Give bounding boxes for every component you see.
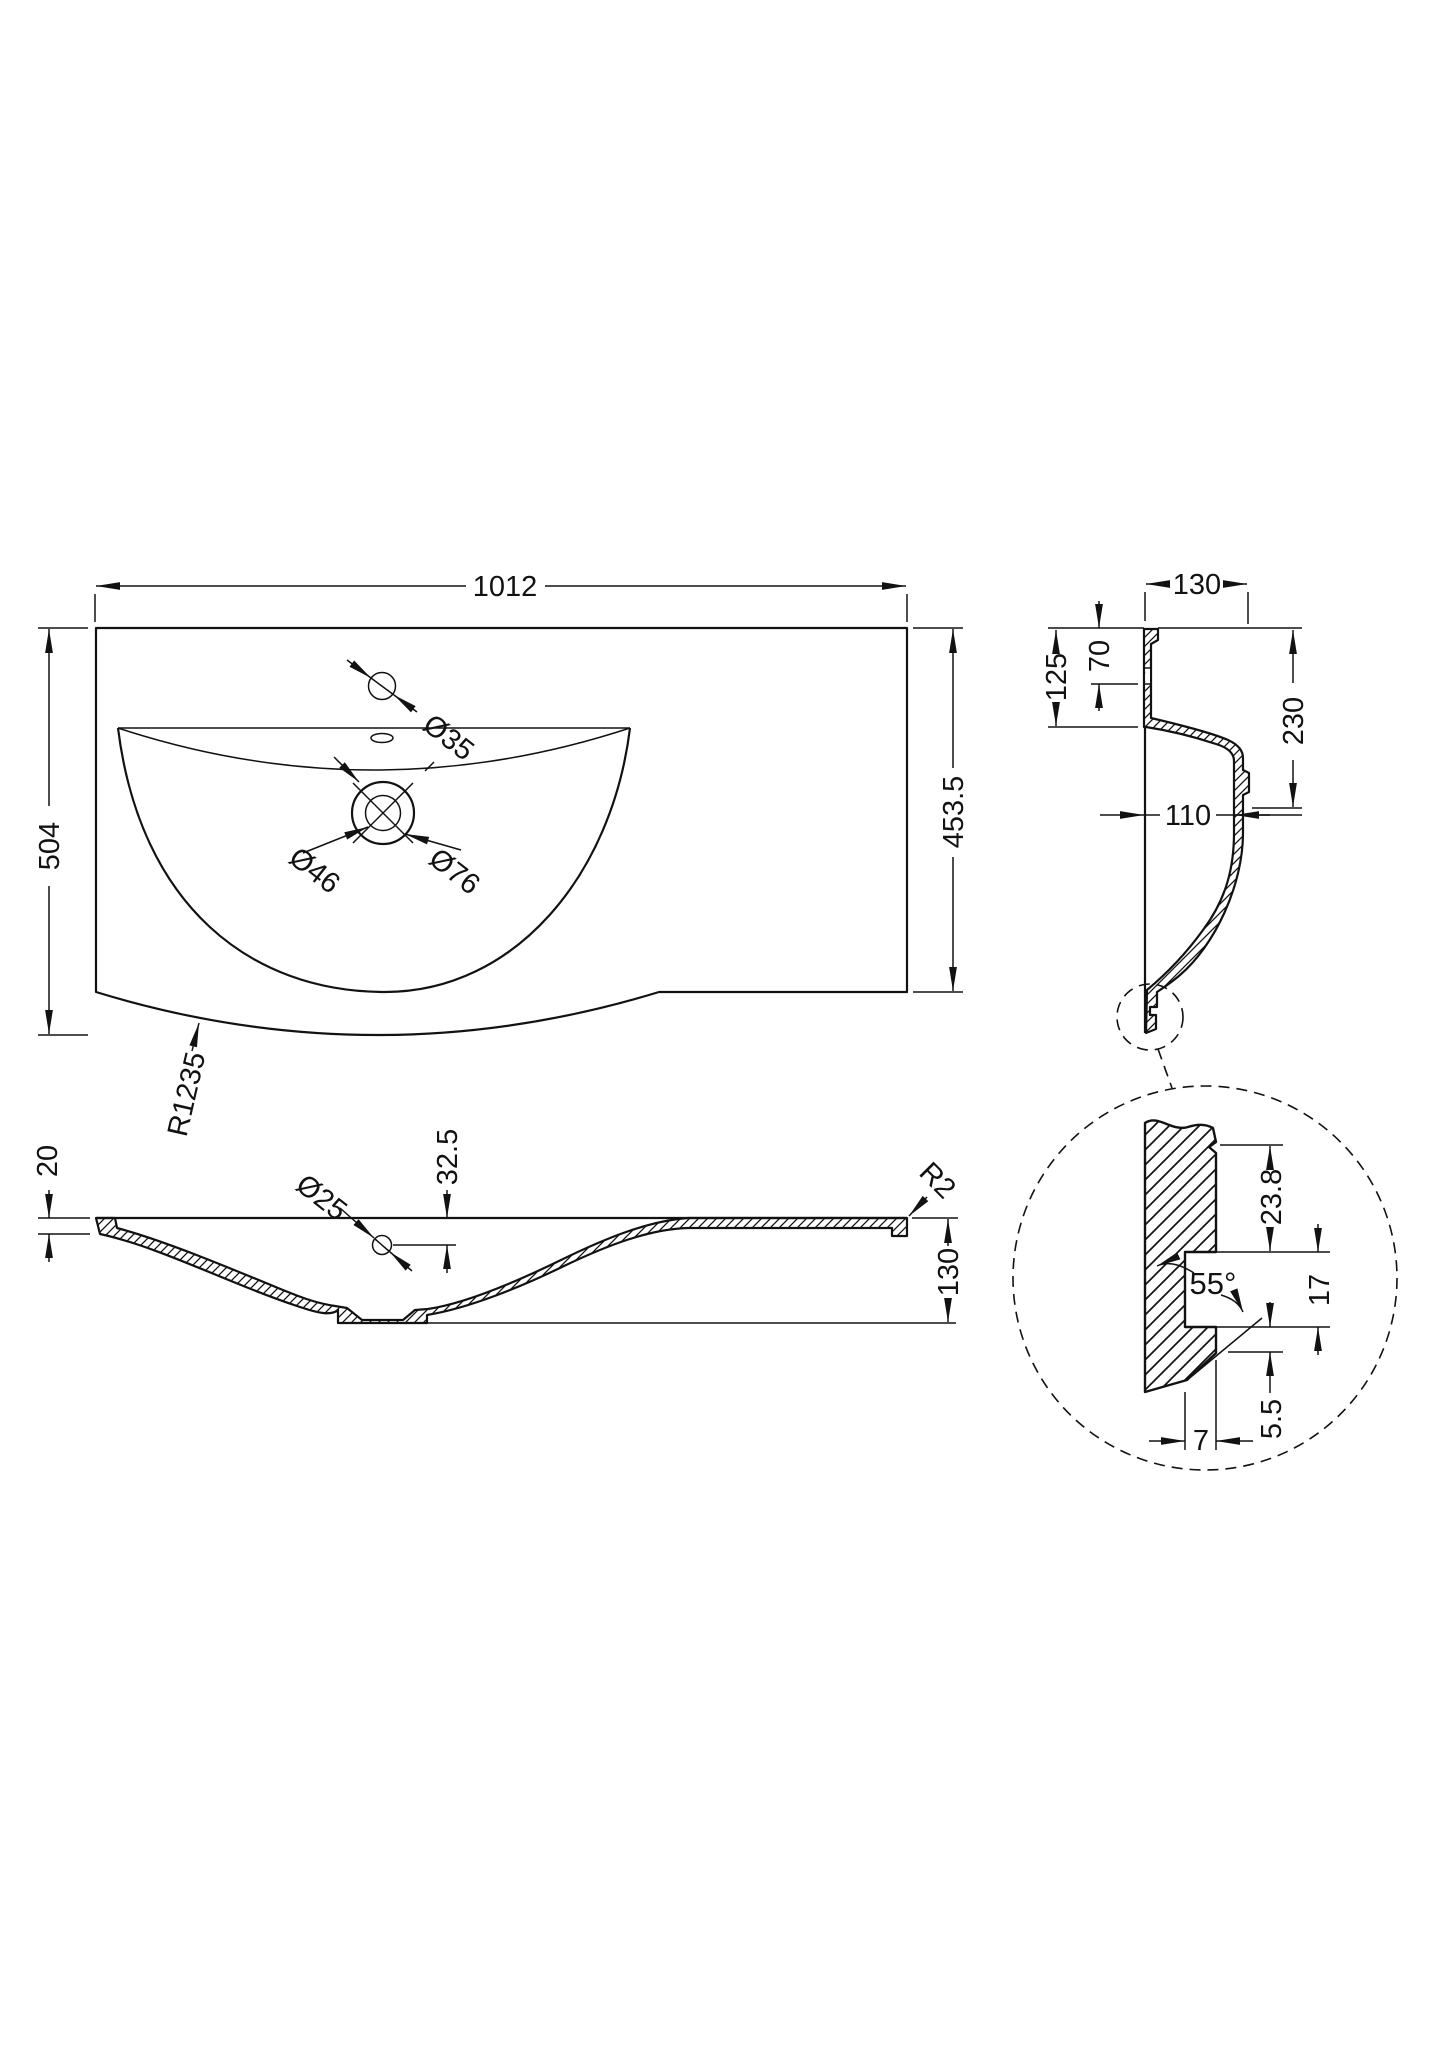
dim-detail-chamfer: 5.5 bbox=[1228, 1302, 1288, 1439]
recess-top-label: 70 bbox=[1084, 640, 1116, 672]
plan-right-depth-label: 453.5 bbox=[938, 776, 970, 849]
recess-bottom-label: 125 bbox=[1041, 653, 1073, 701]
dim-detail-wall: 7 bbox=[1149, 1360, 1253, 1457]
side-top-depth-label: 130 bbox=[1173, 569, 1221, 601]
overflow-offset-label: 32.5 bbox=[432, 1129, 464, 1185]
detail-wall-cut bbox=[1143, 1119, 1218, 1394]
detail-upper-label: 23.8 bbox=[1256, 1169, 1288, 1225]
wall-recess-void bbox=[1145, 668, 1150, 684]
waste-arrow-nw bbox=[333, 756, 360, 783]
front-section-cut bbox=[94, 1216, 909, 1325]
waste-leader-d46 bbox=[302, 826, 369, 854]
detail-marker-circle bbox=[1116, 983, 1184, 1051]
front-section-view: 20 Ø25 32.5 130 R2 bbox=[32, 1129, 965, 1325]
detail-leader-line bbox=[1157, 1048, 1173, 1089]
detail-view: 23.8 17 55° 5.5 7 bbox=[1012, 1085, 1398, 1471]
front-radius-leader bbox=[189, 1022, 200, 1052]
angle-label: 55° bbox=[1190, 1266, 1237, 1301]
angle-arrow-left bbox=[1156, 1252, 1195, 1274]
wall-recess bbox=[1144, 667, 1151, 685]
plan-depth-label: 504 bbox=[34, 822, 66, 870]
dim-bowl-depth: 130 bbox=[912, 1217, 965, 1322]
dim-recess-bottom: 125 bbox=[1041, 630, 1138, 728]
tap-hole-circle bbox=[367, 671, 397, 701]
tap-hole-label: Ø35 bbox=[417, 708, 480, 767]
overflow-callout: Ø25 bbox=[290, 1168, 413, 1272]
edge-radius-label: R2 bbox=[913, 1156, 962, 1205]
dim-plan-right-depth: 453.5 bbox=[913, 627, 970, 993]
dim-plan-width: 1012 bbox=[94, 571, 908, 622]
dim-lower-depth: 110 bbox=[1100, 800, 1302, 832]
front-radius-callout: R1235 bbox=[162, 1022, 212, 1139]
dim-deck-thickness: 20 bbox=[32, 1145, 90, 1262]
edge-radius-callout: R2 bbox=[908, 1156, 962, 1217]
bowl-outline bbox=[116, 727, 632, 994]
waste-inner-label: Ø46 bbox=[283, 841, 346, 900]
overflow-arrow-se bbox=[389, 1251, 413, 1272]
overflow-slot bbox=[370, 732, 394, 744]
overflow-slash bbox=[374, 1238, 391, 1253]
deck-thickness-label: 20 bbox=[32, 1145, 64, 1177]
waste-inner-circle bbox=[364, 794, 402, 832]
detail-chamfer-label: 5.5 bbox=[1256, 1399, 1288, 1439]
lower-depth-label: 110 bbox=[1165, 800, 1211, 832]
side-section-view: 130 125 70 230 110 bbox=[1041, 569, 1310, 1089]
tap-hole-slash bbox=[370, 677, 395, 696]
detail-wall-label: 7 bbox=[1193, 1425, 1209, 1457]
bowl-depth-label: 130 bbox=[933, 1248, 965, 1296]
dim-side-top-depth: 130 bbox=[1144, 569, 1249, 624]
dim-detail-groove: 17 bbox=[1304, 1224, 1336, 1355]
overall-height-label: 230 bbox=[1278, 697, 1310, 745]
tap-hole-arrow-nw bbox=[346, 659, 372, 679]
bowl-inner-lip-curve bbox=[117, 727, 631, 771]
waste-outer-circle bbox=[350, 780, 416, 846]
dim-overflow-offset: 32.5 bbox=[393, 1129, 464, 1273]
dim-overall-height: 230 bbox=[1252, 630, 1310, 809]
plan-outline bbox=[94, 626, 909, 1037]
overflow-hole-circle bbox=[371, 1234, 393, 1256]
waste-leader-d76 bbox=[404, 833, 462, 851]
side-section-cut bbox=[1142, 627, 1251, 1035]
plan-width-label: 1012 bbox=[473, 571, 538, 603]
overflow-arrow-nw bbox=[339, 1207, 375, 1239]
front-radius-label: R1235 bbox=[162, 1049, 212, 1139]
angle-arrow-right bbox=[1220, 1288, 1244, 1313]
tap-hole: Ø35 bbox=[346, 659, 480, 767]
waste-outer-label: Ø76 bbox=[423, 842, 486, 901]
angle-callout: 55° bbox=[1156, 1252, 1244, 1313]
waste-hole: Ø46 Ø76 bbox=[283, 756, 486, 901]
dim-plan-depth: 504 bbox=[34, 627, 88, 1036]
dim-recess-top: 70 bbox=[1084, 601, 1138, 711]
detail-groove-label: 17 bbox=[1304, 1274, 1336, 1306]
waste-ne-extension bbox=[424, 761, 435, 772]
detail-boundary-circle bbox=[1012, 1085, 1398, 1471]
tap-hole-arrow-se bbox=[393, 694, 418, 713]
edge-radius-leader bbox=[908, 1195, 929, 1217]
dim-detail-upper: 23.8 bbox=[1220, 1144, 1288, 1251]
plan-view: Ø35 Ø46 Ø76 R1235 1012 bbox=[34, 571, 970, 1139]
